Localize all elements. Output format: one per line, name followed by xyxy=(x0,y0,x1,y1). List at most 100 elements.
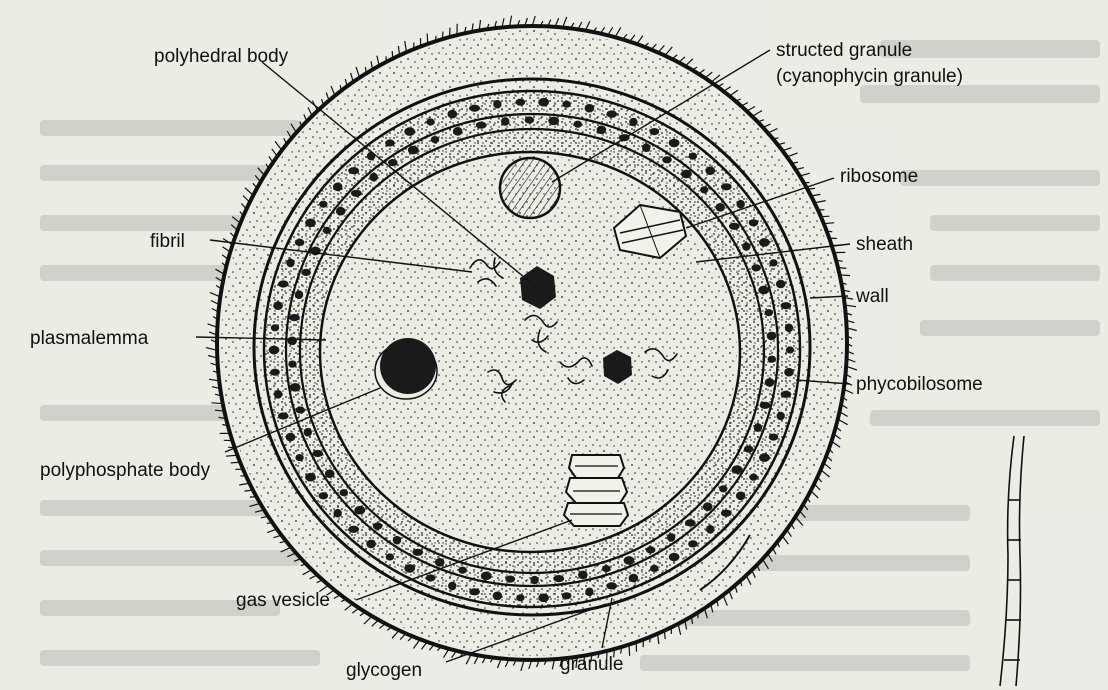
phycobilosome-granule xyxy=(274,390,282,399)
phycobilosome-granule xyxy=(426,118,434,125)
phycobilosome-granule xyxy=(606,111,617,118)
phycobilosome-granule xyxy=(781,302,792,309)
phycobilosome-granule xyxy=(650,128,660,135)
phycobilosome-granule xyxy=(585,588,593,597)
phycobilosome-granule xyxy=(469,588,480,595)
phycobilosome-granule xyxy=(304,428,312,437)
phycobilosome-granule xyxy=(777,412,785,421)
phycobilosome-granule xyxy=(749,219,759,226)
phycobilosome-granule xyxy=(751,264,761,271)
phycobilosome-granule xyxy=(288,361,296,368)
phycobilosome-granule xyxy=(650,565,658,572)
phycobilosome-granule xyxy=(351,190,362,197)
phycobilosome-granule xyxy=(516,99,526,106)
phycobilosome-granule xyxy=(393,536,401,545)
phycobilosome-granule xyxy=(431,136,439,143)
phycobilosome-granule xyxy=(721,183,732,190)
phycobilosome-granule xyxy=(296,406,306,413)
phycobilosome-granule xyxy=(602,565,610,572)
phycobilosome-granule xyxy=(366,540,376,549)
phycobilosome-granule xyxy=(758,286,769,295)
phycobilosome-granule xyxy=(426,574,436,581)
phycobilosome-granule xyxy=(669,553,680,562)
phycobilosome-granule xyxy=(278,280,289,287)
gas-vesicle-stack xyxy=(564,455,628,526)
phycobilosome-granule xyxy=(290,383,301,392)
phycobilosome-granule xyxy=(689,153,697,160)
phycobilosome-granule xyxy=(289,314,300,321)
phycobilosome-granule xyxy=(448,110,458,119)
phycobilosome-granule xyxy=(732,465,743,474)
phycobilosome-granule xyxy=(562,101,570,108)
phycobilosome-granule xyxy=(340,489,348,496)
phycobilosome-granule xyxy=(548,117,559,126)
phycobilosome-granule xyxy=(333,183,343,192)
phycobilosome-granule xyxy=(562,592,572,599)
phycobilosome-granule xyxy=(469,105,480,112)
phycobilosome-granule xyxy=(305,473,316,482)
phycobilosome-granule xyxy=(348,167,359,174)
phycobilosome-granule xyxy=(721,510,732,517)
phycobilosome-granule xyxy=(404,564,415,573)
phycobilosome-granule xyxy=(729,223,740,230)
phycobilosome-granule xyxy=(767,332,777,341)
phycobilosome-granule xyxy=(629,118,637,127)
phycobilosome-granule xyxy=(278,412,289,419)
label-ribosome: ribosome xyxy=(840,166,918,187)
phycobilosome-granule xyxy=(781,391,792,398)
phycobilosome-granule xyxy=(736,492,746,501)
phycobilosome-granule xyxy=(776,280,786,289)
phycobilosome-granule xyxy=(538,594,549,603)
phycobilosome-granule xyxy=(493,592,503,601)
phycobilosome-granule xyxy=(295,290,303,299)
phycobilosome-granule xyxy=(319,492,329,499)
phycobilosome-granule xyxy=(301,269,311,276)
phycobilosome-granule xyxy=(749,474,757,481)
label-cyanophycin-granule: (cyanophycin granule) xyxy=(776,66,963,87)
phycobilosome-granule xyxy=(662,156,672,163)
label-glycogen: glycogen xyxy=(346,660,422,681)
phycobilosome-granule xyxy=(530,576,538,585)
phycobilosome-granule xyxy=(370,173,378,182)
phycobilosome-granule xyxy=(629,574,639,583)
phycobilosome-granule xyxy=(412,549,423,556)
phycobilosome-granule xyxy=(769,434,779,441)
phycobilosome-granule xyxy=(585,104,595,113)
phycobilosome-granule xyxy=(408,146,419,155)
phycobilosome-granule xyxy=(312,450,323,457)
phycobilosome-granule xyxy=(270,369,280,376)
phycobilosome-granule xyxy=(435,558,445,567)
phycobilosome-granule xyxy=(700,186,708,193)
phycobilosome-granule xyxy=(597,126,607,135)
phycobilosome-granule xyxy=(493,100,501,109)
polyphosphate-body xyxy=(380,338,436,394)
phycobilosome-granule xyxy=(574,121,582,128)
phycobilosome-granule xyxy=(525,116,535,123)
phycobilosome-granule xyxy=(354,506,365,515)
phycobilosome-granule xyxy=(759,238,770,247)
phycobilosome-granule xyxy=(453,127,463,136)
phycobilosome-granule xyxy=(325,469,335,478)
phycobilosome-granule xyxy=(506,576,516,583)
cyanophycin-granule xyxy=(500,158,560,218)
phycobilosome-granule xyxy=(448,582,456,591)
phycobilosome-granule xyxy=(388,159,398,166)
phycobilosome-granule xyxy=(742,242,750,251)
label-gas-vesicle: gas vesicle xyxy=(236,590,330,611)
phycobilosome-granule xyxy=(606,582,617,589)
phycobilosome-granule xyxy=(785,324,793,333)
label-phycobilosome: phycobilosome xyxy=(856,374,983,395)
phycobilosome-granule xyxy=(481,572,492,581)
label-granule: granule xyxy=(560,654,623,675)
phycobilosome-granule xyxy=(287,337,297,346)
phycobilosome-granule xyxy=(404,127,415,136)
phycobilosome-granule xyxy=(336,207,346,216)
phycobilosome-granule xyxy=(765,309,773,316)
phycobilosome-granule xyxy=(516,594,524,601)
phycobilosome-granule xyxy=(271,324,279,331)
phycobilosome-granule xyxy=(681,170,692,179)
phycobilosome-granule xyxy=(286,259,294,268)
phycobilosome-granule xyxy=(334,509,342,518)
phycobilosome-granule xyxy=(578,571,588,580)
